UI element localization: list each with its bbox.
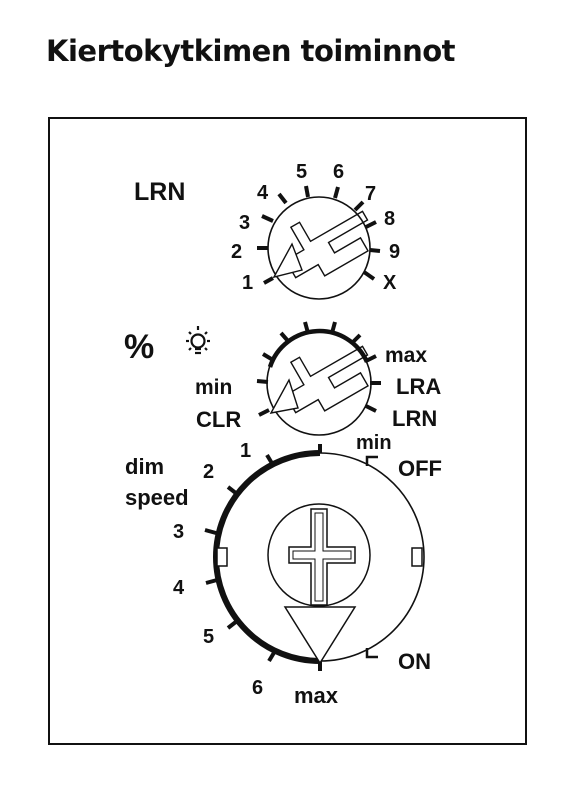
left-notch: [216, 547, 228, 567]
lrn-position-8: 8: [384, 208, 395, 230]
lrn-position-1: 1: [242, 272, 253, 294]
tick-4: [277, 192, 288, 205]
dim-speed-max-label: max: [294, 683, 339, 708]
dim-speed-cross-slot-inner: [292, 512, 352, 602]
light-bulb-icon: [186, 326, 210, 355]
tick-1: [263, 276, 274, 285]
tick-3: [261, 214, 274, 223]
lrn-dial[interactable]: LRN 1 2 3 4 5 6 7 8 9 X: [134, 161, 400, 300]
sensitivity-min-label: min: [195, 376, 232, 399]
dim-speed-on-label: ON: [398, 649, 431, 674]
lrn-position-9: 9: [389, 241, 400, 263]
sensitivity-lrn-label: LRN: [392, 406, 437, 431]
dim-speed-ticks: [204, 453, 277, 663]
speed-position-2: 2: [203, 461, 214, 483]
off-stop-marker: [365, 455, 378, 466]
speed-position-3: 3: [173, 521, 184, 543]
sensitivity-dial-pointer: [269, 378, 299, 414]
lrn-position-7: 7: [365, 183, 376, 205]
speed-position-5: 5: [203, 626, 214, 648]
percent-label: %: [124, 328, 154, 366]
speed-label: speed: [125, 485, 189, 510]
sensitivity-dial[interactable]: % mi: [124, 321, 441, 436]
dim-label: dim: [125, 454, 164, 479]
dim-speed-dial[interactable]: dim speed 1 2 3 4 5 6 min OFF ON max: [125, 432, 442, 708]
rotary-switch-panel: [48, 117, 527, 745]
tick-6: [333, 186, 340, 199]
sensitivity-max-label: max: [385, 344, 427, 367]
dim-speed-cross-slot: [288, 508, 356, 606]
dim-speed-off-label: OFF: [398, 456, 442, 481]
tick-5: [304, 185, 310, 198]
lrn-position-6: 6: [333, 161, 344, 183]
lrn-position-2: 2: [231, 241, 242, 263]
right-notch: [411, 547, 423, 567]
lrn-dial-body: [267, 196, 371, 300]
on-stop-marker: [365, 648, 378, 659]
speed-position-4: 4: [173, 577, 185, 599]
tick-9: [369, 248, 381, 253]
lrn-position-5: 5: [296, 161, 307, 183]
lrn-dial-ticks: [257, 185, 381, 285]
lrn-dial-label: LRN: [134, 178, 185, 206]
lrn-position-x: X: [383, 272, 397, 294]
tick-x: [362, 270, 376, 281]
speed-position-6: 6: [252, 677, 263, 699]
lrn-position-4: 4: [257, 182, 269, 204]
page-title: Kiertokytkimen toiminnot: [46, 34, 456, 68]
tick-7: [353, 200, 365, 212]
sensitivity-clr-label: CLR: [196, 407, 241, 432]
sensitivity-range-arc: [267, 328, 370, 368]
dim-speed-min-label: min: [356, 432, 392, 454]
lrn-dial-pointer: [272, 242, 303, 279]
tick-8: [365, 220, 377, 229]
sensitivity-lra-label: LRA: [396, 374, 441, 399]
sensitivity-dial-ticks: [256, 321, 381, 417]
dim-speed-screw-head: [267, 503, 371, 607]
dim-speed-pointer: [283, 606, 357, 665]
speed-position-1: 1: [240, 440, 251, 462]
lrn-position-3: 3: [239, 212, 250, 234]
